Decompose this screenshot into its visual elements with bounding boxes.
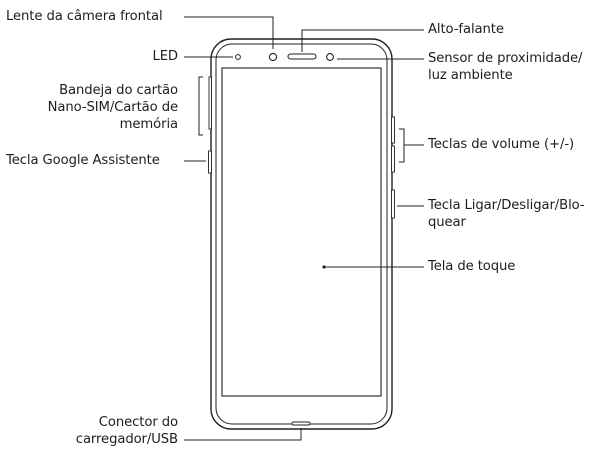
volume-down-key bbox=[391, 145, 395, 173]
leader-usb bbox=[184, 428, 302, 441]
label-google-assistant-key: Tecla Google Assistente bbox=[6, 153, 160, 168]
phone-screen bbox=[221, 67, 382, 397]
label-volume-keys: Teclas de volume (+/-) bbox=[428, 137, 575, 152]
label-led: LED bbox=[152, 49, 178, 64]
volume-up-key bbox=[391, 116, 395, 144]
leader-sim-tray bbox=[198, 76, 203, 136]
usb-port bbox=[291, 421, 311, 426]
leader-front-camera bbox=[184, 16, 274, 49]
earpiece-speaker bbox=[287, 53, 317, 60]
leader-volume bbox=[399, 128, 405, 163]
label-proximity-sensor: Sensor de proximidade/ luz ambiente bbox=[428, 51, 583, 83]
assistant-key bbox=[208, 150, 212, 174]
touch-screen-dot bbox=[322, 265, 326, 269]
label-nano-sim-tray: Bandeja do cartão Nano-SIM/Cartão de mem… bbox=[47, 83, 178, 132]
front-camera-lens bbox=[268, 52, 278, 62]
proximity-sensor bbox=[326, 53, 334, 61]
label-power-lock-key: Tecla Ligar/Desligar/Blo- quear bbox=[428, 198, 585, 230]
leader-speaker bbox=[301, 29, 424, 52]
label-touch-screen: Tela de toque bbox=[428, 259, 516, 274]
led-indicator bbox=[235, 54, 241, 60]
label-speaker: Alto-falante bbox=[428, 22, 504, 37]
label-charger-usb-connector: Conector do carregador/USB bbox=[75, 415, 178, 447]
power-lock-key bbox=[391, 189, 395, 219]
label-front-camera-lens: Lente da câmera frontal bbox=[6, 9, 163, 24]
sim-tray-slot bbox=[208, 76, 212, 130]
